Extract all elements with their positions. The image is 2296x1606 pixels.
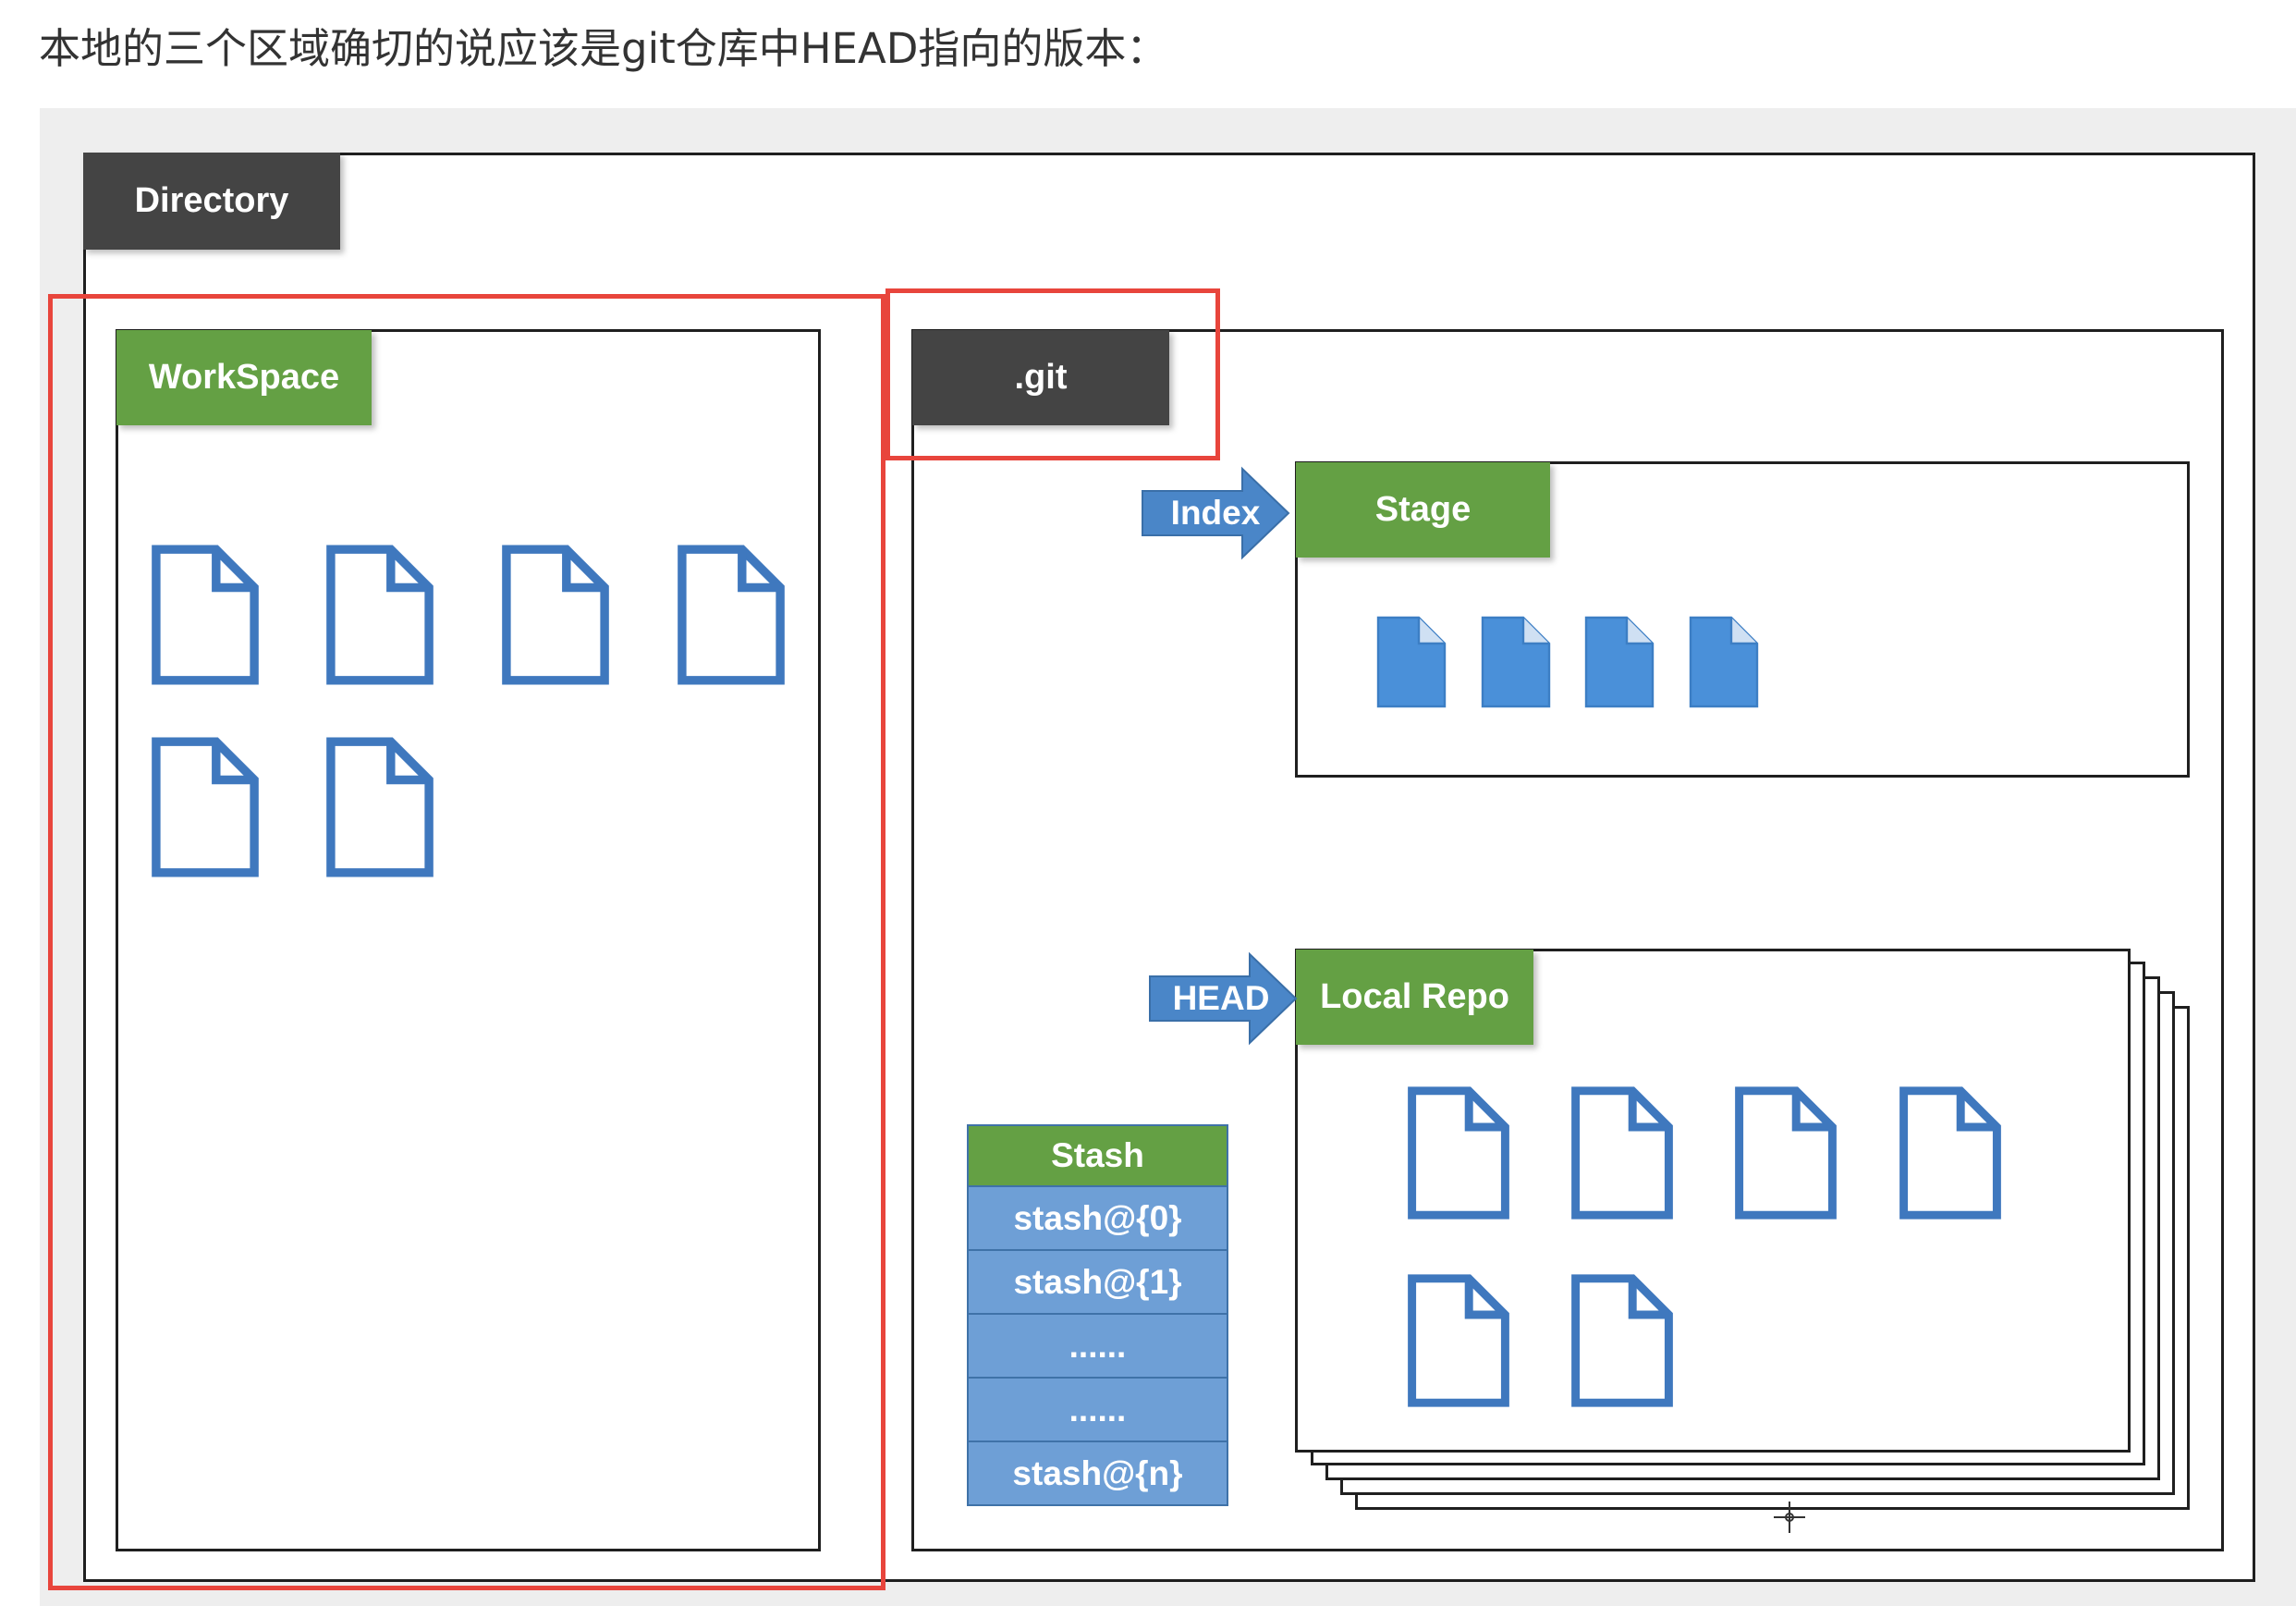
workspace-highlight xyxy=(48,294,885,1590)
git-highlight xyxy=(885,288,1220,460)
index-arrow-label: Index xyxy=(1170,494,1261,532)
file-icon xyxy=(1899,1086,2001,1220)
file-icon xyxy=(1689,616,1759,708)
file-icon xyxy=(1408,1274,1509,1407)
head-arrow-label: HEAD xyxy=(1172,979,1270,1017)
file-icon xyxy=(502,545,609,685)
stash-entry: stash@{1} xyxy=(967,1251,1228,1315)
stage-label: Stage xyxy=(1296,462,1550,558)
file-icon xyxy=(1481,616,1551,708)
stash-entry: stash@{n} xyxy=(967,1442,1228,1506)
file-icon xyxy=(678,545,785,685)
git-label: .git xyxy=(912,330,1169,425)
file-icon xyxy=(326,737,434,877)
directory-label: Directory xyxy=(83,153,340,250)
stash-entry: ...... xyxy=(967,1379,1228,1442)
workspace-label: WorkSpace xyxy=(116,330,372,425)
file-icon xyxy=(1408,1086,1509,1220)
stash-title: Stash xyxy=(967,1124,1228,1187)
head-arrow xyxy=(1149,951,1298,1046)
file-icon xyxy=(1376,616,1447,708)
caption: 本地的三个区域确切的说应该是git仓库中HEAD指向的版本： xyxy=(39,24,1168,73)
cursor-crosshair-icon xyxy=(1774,1502,1805,1533)
file-icon xyxy=(1584,616,1655,708)
file-icon xyxy=(326,545,434,685)
workspace-frame xyxy=(116,329,821,1551)
local-repo-label: Local Repo xyxy=(1296,950,1533,1045)
stash-table: Stash stash@{0} stash@{1} ...... ...... … xyxy=(967,1124,1228,1506)
stash-entry: stash@{0} xyxy=(967,1187,1228,1251)
index-arrow xyxy=(1142,466,1290,560)
file-icon xyxy=(1735,1086,1837,1220)
file-icon xyxy=(152,737,259,877)
file-icon xyxy=(1571,1086,1673,1220)
file-icon xyxy=(1571,1274,1673,1407)
stash-entry: ...... xyxy=(967,1315,1228,1379)
file-icon xyxy=(152,545,259,685)
